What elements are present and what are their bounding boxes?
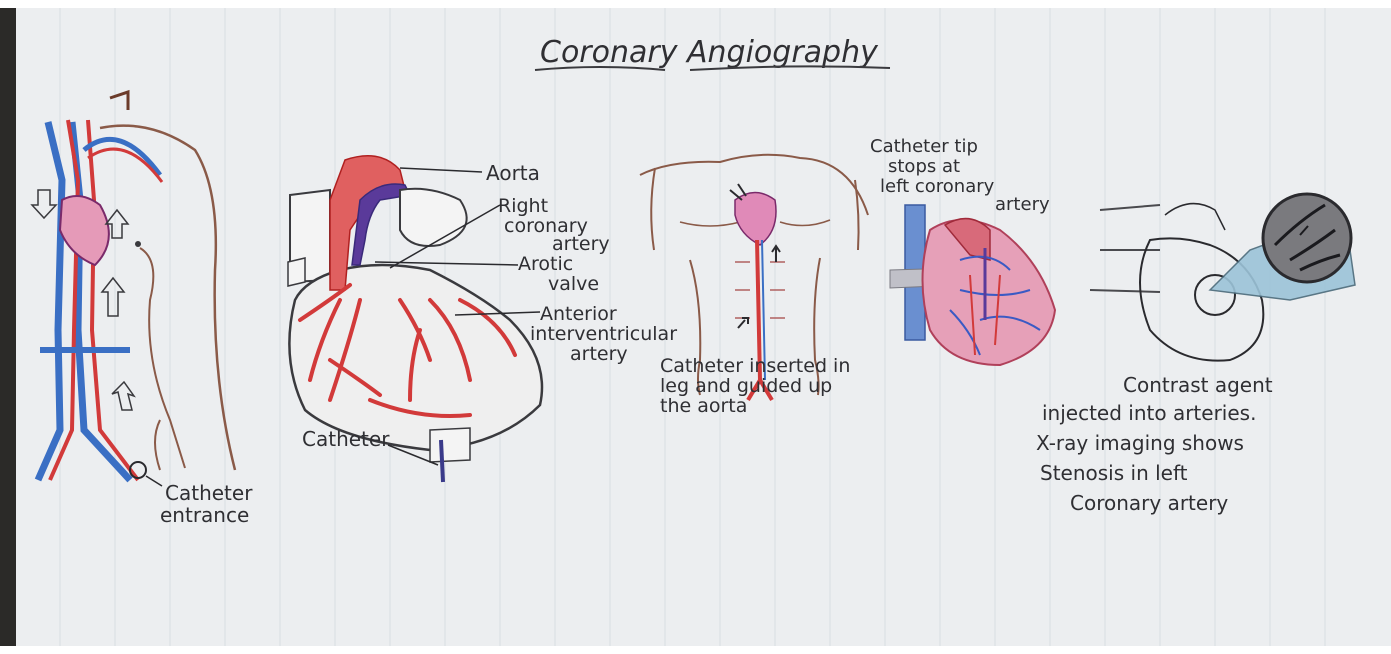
panel5-caption-line-2: injected into arteries. [1042, 401, 1256, 425]
catheter-label: Catheter [302, 427, 390, 451]
page-title: Coronary Angiography [540, 35, 879, 70]
panel5-caption-line-1: Contrast agent [1123, 373, 1273, 397]
aortic-valve-label: Arotic valve [518, 253, 599, 295]
aortic-valve-line-1: Arotic [518, 253, 573, 275]
heart-closeup-drawing [890, 205, 1055, 365]
panel3-caption-line-1: Catheter inserted in [660, 355, 850, 377]
panel4-caption-line-2: stops at [888, 156, 960, 177]
catheter-entrance-line-2: entrance [160, 503, 249, 527]
anterior-line-2: interventricular [530, 323, 677, 345]
anterior-line-1: Anterior [540, 303, 617, 325]
catheter-entrance-label: Catheter entrance [160, 481, 259, 527]
panel4-caption-line-4: artery [995, 194, 1050, 215]
anterior-line-3: artery [570, 343, 628, 365]
panel4-caption-line-3: left coronary [880, 176, 995, 197]
aortic-valve-line-2: valve [548, 273, 599, 295]
panel4-caption-line-1: Catheter tip [870, 136, 978, 157]
body-vessel-drawing [32, 92, 235, 486]
panel3-caption-line-3: the aorta [660, 395, 747, 417]
catheter-entrance-line-1: Catheter [165, 481, 253, 505]
catheter-tip-caption: Catheter tip stops at left coronary arte… [870, 136, 1050, 215]
contrast-agent-caption: Contrast agent injected into arteries. X… [1036, 373, 1279, 515]
xray-drawing [1090, 194, 1355, 361]
aorta-label: Aorta [486, 161, 540, 185]
panel5-caption-line-4: Stenosis in left [1040, 461, 1188, 485]
right-coronary-line-1: Right [498, 195, 548, 217]
catheter-inserted-caption: Catheter inserted in leg and guided up t… [660, 355, 856, 417]
right-coronary-line-3: artery [552, 233, 610, 255]
panel5-caption-line-3: X-ray imaging shows [1036, 431, 1244, 455]
panel3-caption-line-2: leg and guided up [660, 375, 832, 397]
right-coronary-artery-label: Right coronary artery [498, 195, 610, 255]
panel5-caption-line-5: Coronary artery [1070, 491, 1228, 515]
ruled-lines [60, 8, 1325, 646]
